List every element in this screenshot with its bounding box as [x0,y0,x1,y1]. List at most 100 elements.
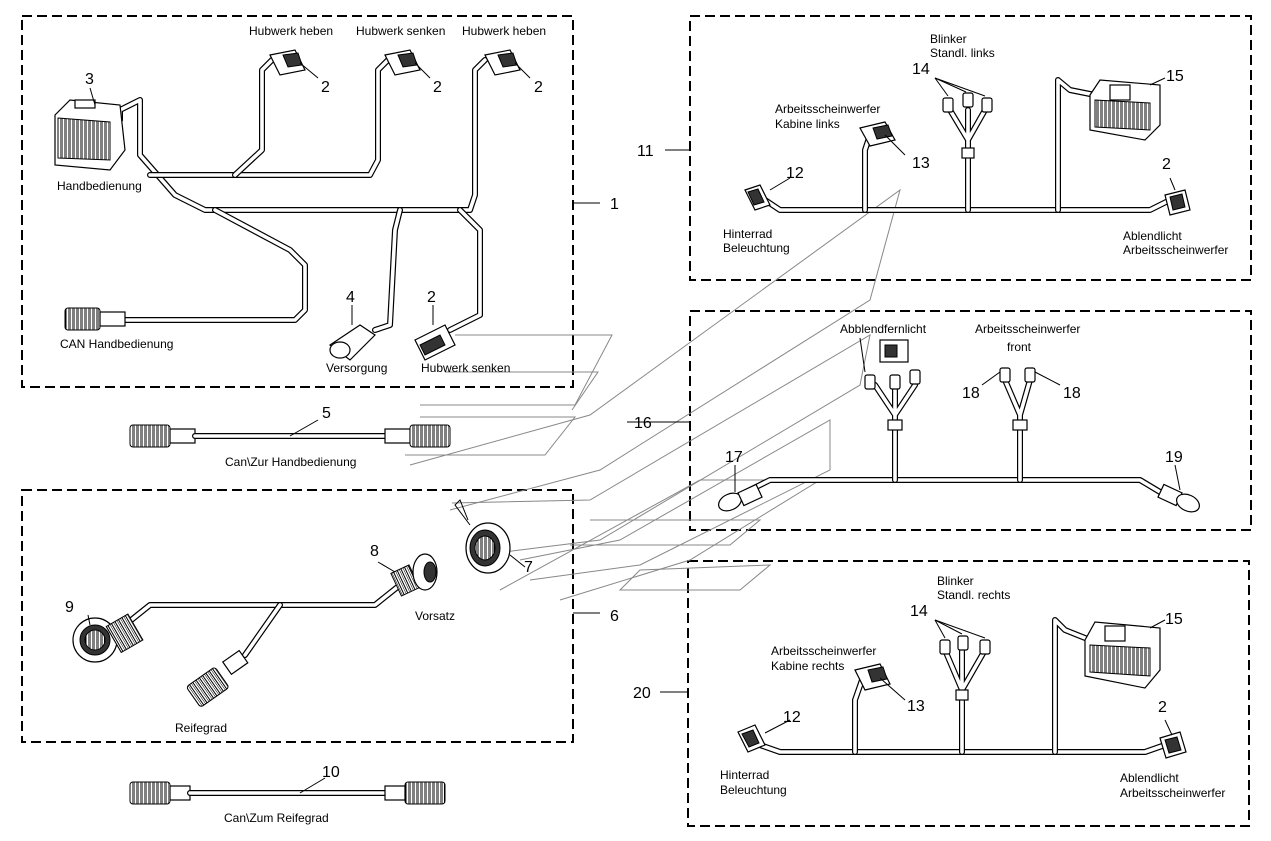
label-handbedienung: Handbedienung [57,179,142,193]
label-kabine-links-2: Kabine links [775,117,840,131]
cable-10 [129,777,446,805]
connector-9 [72,613,144,663]
connector-15-bottom [1084,621,1161,689]
callout-2-ablendlicht-1: 2 [1162,156,1171,173]
callout-14-top: 14 [912,61,930,78]
text-labels: Hubwerk heben Hubwerk senken Hubwerk heb… [57,24,1228,825]
group-box-1 [21,15,574,388]
callout-15-bottom: 15 [1165,611,1183,628]
callout-numbers: 1 2 2 2 2 3 4 5 6 7 8 9 10 11 2 12 13 14… [65,61,1184,781]
label-can-zum-reifegrad: Can\Zum Reifegrad [224,811,329,825]
label-versorgung: Versorgung [326,361,387,375]
connectors-arbeits-front [999,367,1036,431]
label-hubwerk-senken-2: Hubwerk senken [421,361,510,375]
label-hinterrad-2a: Hinterrad [720,768,769,782]
connector-kabine-links [859,121,896,147]
connector-ablendlicht-2 [1159,731,1187,759]
label-arbeits-front-2: front [1007,340,1032,354]
callout-1: 1 [610,196,619,213]
connector-kabine-rechts [854,663,891,691]
callout-9: 9 [65,599,74,616]
label-blinker-links-1: Blinker [930,32,967,46]
label-can-handbedienung: CAN Handbedienung [60,337,173,351]
connector-reifegrad [186,649,249,707]
callout-4: 4 [346,289,355,306]
connector-19 [1157,483,1200,513]
callout-5: 5 [322,405,331,422]
label-hubwerk-heben-1: Hubwerk heben [249,24,333,38]
callout-17: 17 [725,449,743,466]
connector-15-top [1089,79,1161,141]
leaders-group-6 [87,554,600,626]
label-hinterrad-1a: Hinterrad [723,227,772,241]
callout-19: 19 [1165,449,1183,466]
harness-11 [762,77,1173,213]
callout-11: 11 [637,143,654,160]
label-ablendlicht-2a: Ablendlicht [1120,771,1179,785]
connector-7 [454,499,511,574]
callout-12-bottom: 12 [783,709,801,726]
harness-20 [757,617,1168,755]
harness-1 [117,57,488,333]
label-can-zur-handbedienung: Can\Zur Handbedienung [225,455,356,469]
connector-hubwerk-heben-1 [269,49,306,76]
callout-10: 10 [322,764,340,781]
label-hubwerk-heben-2: Hubwerk heben [462,24,546,38]
harness-16 [737,377,1168,498]
callout-18-right: 18 [1063,385,1081,402]
label-kabine-links-1: Arbeitsscheinwerfer [775,102,880,116]
callout-6: 6 [610,608,619,625]
callout-13-top: 13 [912,155,930,172]
callout-7: 7 [524,559,533,576]
callout-2-heben-1: 2 [321,79,330,96]
label-blinker-rechts-2: Standl. rechts [937,588,1010,602]
connector-abblendfernlicht [864,339,921,431]
connector-8 [390,553,438,597]
label-kabine-rechts-1: Arbeitsscheinwerfer [771,644,876,658]
callout-13-bottom: 13 [907,698,925,715]
connectors-blinker-rechts [939,635,991,701]
group-box-11 [689,15,1252,281]
callout-2-senken-1: 2 [433,79,442,96]
label-hinterrad-2b: Beleuchtung [720,783,787,797]
label-arbeits-front-1: Arbeitsscheinwerfer [975,322,1080,336]
connector-hubwerk-senken-2 [414,324,456,361]
connector-hinterrad-2 [737,724,766,753]
label-ablendlicht-1b: Arbeitsscheinwerfer [1123,243,1228,257]
callout-18-left: 18 [962,385,980,402]
harness-6 [122,582,403,658]
connector-17 [718,483,763,512]
label-abblendfernlicht: Abblendfernlicht [840,322,927,336]
leaders-group-16 [734,337,1181,492]
leaders-group-11 [665,77,1176,191]
label-kabine-rechts-2: Kabine rechts [771,659,844,673]
cable-5 [129,419,451,448]
group-box-6 [21,489,574,743]
callout-2-senken-2: 2 [427,289,436,306]
connector-handbedienung [54,99,126,171]
label-ablendlicht-1a: Ablendlicht [1123,229,1182,243]
connector-hubwerk-heben-2 [484,49,521,76]
callout-15-top: 15 [1166,68,1184,85]
label-vorsatz: Vorsatz [415,609,455,623]
connector-hubwerk-senken-1 [384,49,421,76]
label-blinker-rechts-1: Blinker [937,574,974,588]
callout-20: 20 [633,685,651,702]
label-blinker-links-2: Standl. links [930,46,995,60]
label-hubwerk-senken-1: Hubwerk senken [356,24,445,38]
connector-ablendlicht-1 [1164,189,1191,216]
connector-hinterrad-1 [744,184,771,211]
connectors-blinker-links [942,92,993,159]
group-box-20 [687,560,1250,827]
leaders-group-1 [89,62,600,325]
callout-8: 8 [370,543,379,560]
callout-12-top: 12 [786,165,804,182]
callout-2-ablendlicht-2: 2 [1158,699,1167,716]
label-hinterrad-1b: Beleuchtung [723,241,790,255]
connector-can-handbedienung [64,307,126,331]
callout-14-bottom: 14 [910,603,928,620]
callout-3: 3 [85,71,94,88]
leaders-group-20 [660,619,1173,736]
callout-2-heben-2: 2 [534,79,543,96]
connector-versorgung [328,324,376,361]
